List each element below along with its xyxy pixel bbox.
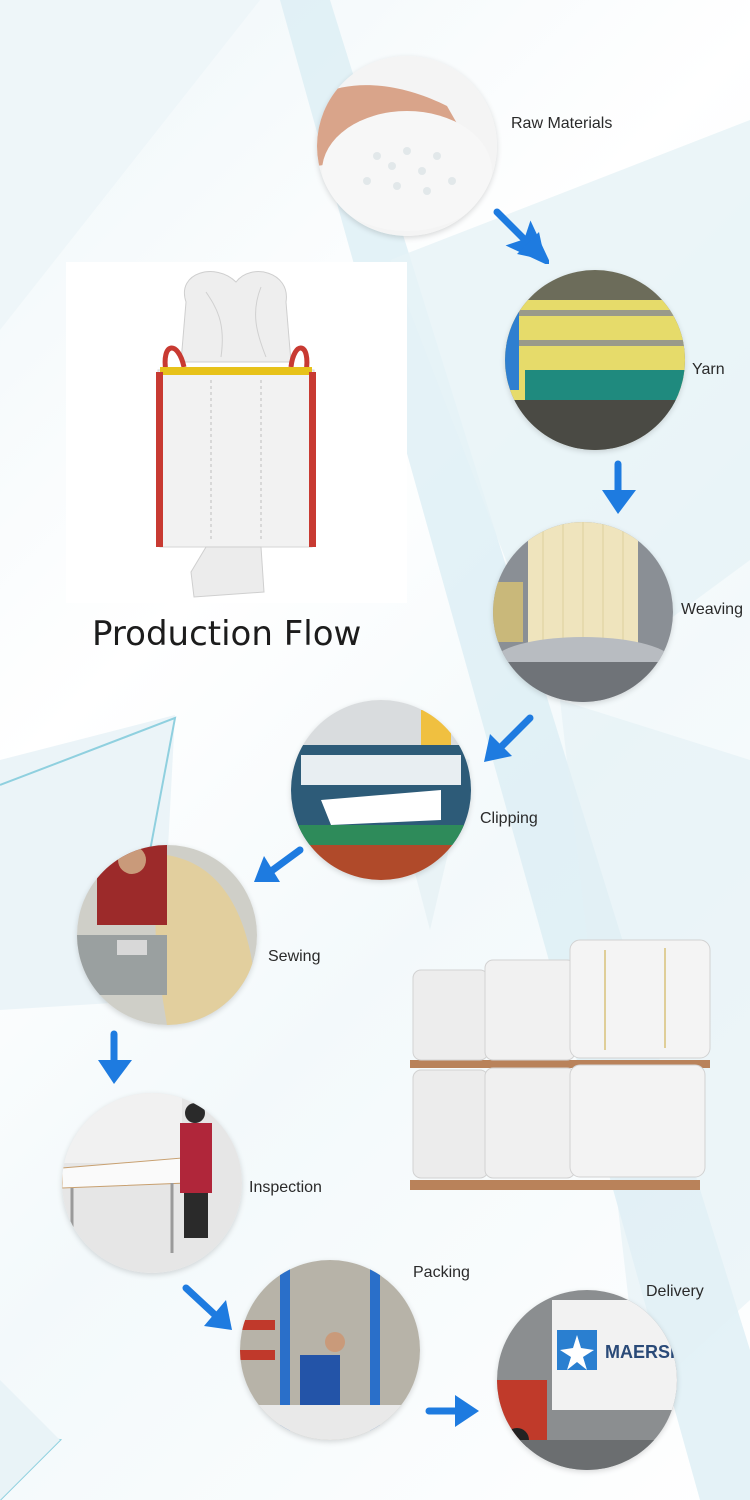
step-label-weaving: Weaving [681, 601, 743, 618]
arrow-down-icon [592, 460, 648, 516]
stacked-bags-image [405, 930, 715, 1200]
raw-materials-photo [317, 56, 497, 236]
step-label-packing: Packing [413, 1264, 470, 1281]
clipping-photo [291, 700, 471, 880]
step-label-inspection: Inspection [249, 1179, 322, 1196]
yarn-photo [505, 270, 685, 450]
arrow-down-icon [88, 1030, 144, 1086]
step-label-raw-materials: Raw Materials [511, 115, 613, 132]
step-label-yarn: Yarn [692, 361, 725, 378]
inspection-photo [62, 1093, 242, 1273]
step-label-delivery: Delivery [646, 1283, 704, 1300]
step-label-sewing: Sewing [268, 948, 321, 965]
arrow-right-icon [425, 1385, 481, 1441]
arrow-down-right-icon [493, 208, 549, 264]
arrow-down-left-icon [480, 712, 536, 768]
step-label-clipping: Clipping [480, 810, 538, 827]
page-title: Production Flow [92, 614, 362, 654]
arrow-down-left-icon [250, 842, 306, 898]
arrow-down-right-icon [180, 1280, 236, 1336]
delivery-photo: MAERSK [497, 1290, 677, 1470]
weaving-photo [493, 522, 673, 702]
sewing-photo [77, 845, 257, 1025]
bulk-bag-image [66, 262, 407, 603]
truck-brand-text: MAERSK [605, 1342, 677, 1362]
packing-photo [240, 1260, 420, 1440]
